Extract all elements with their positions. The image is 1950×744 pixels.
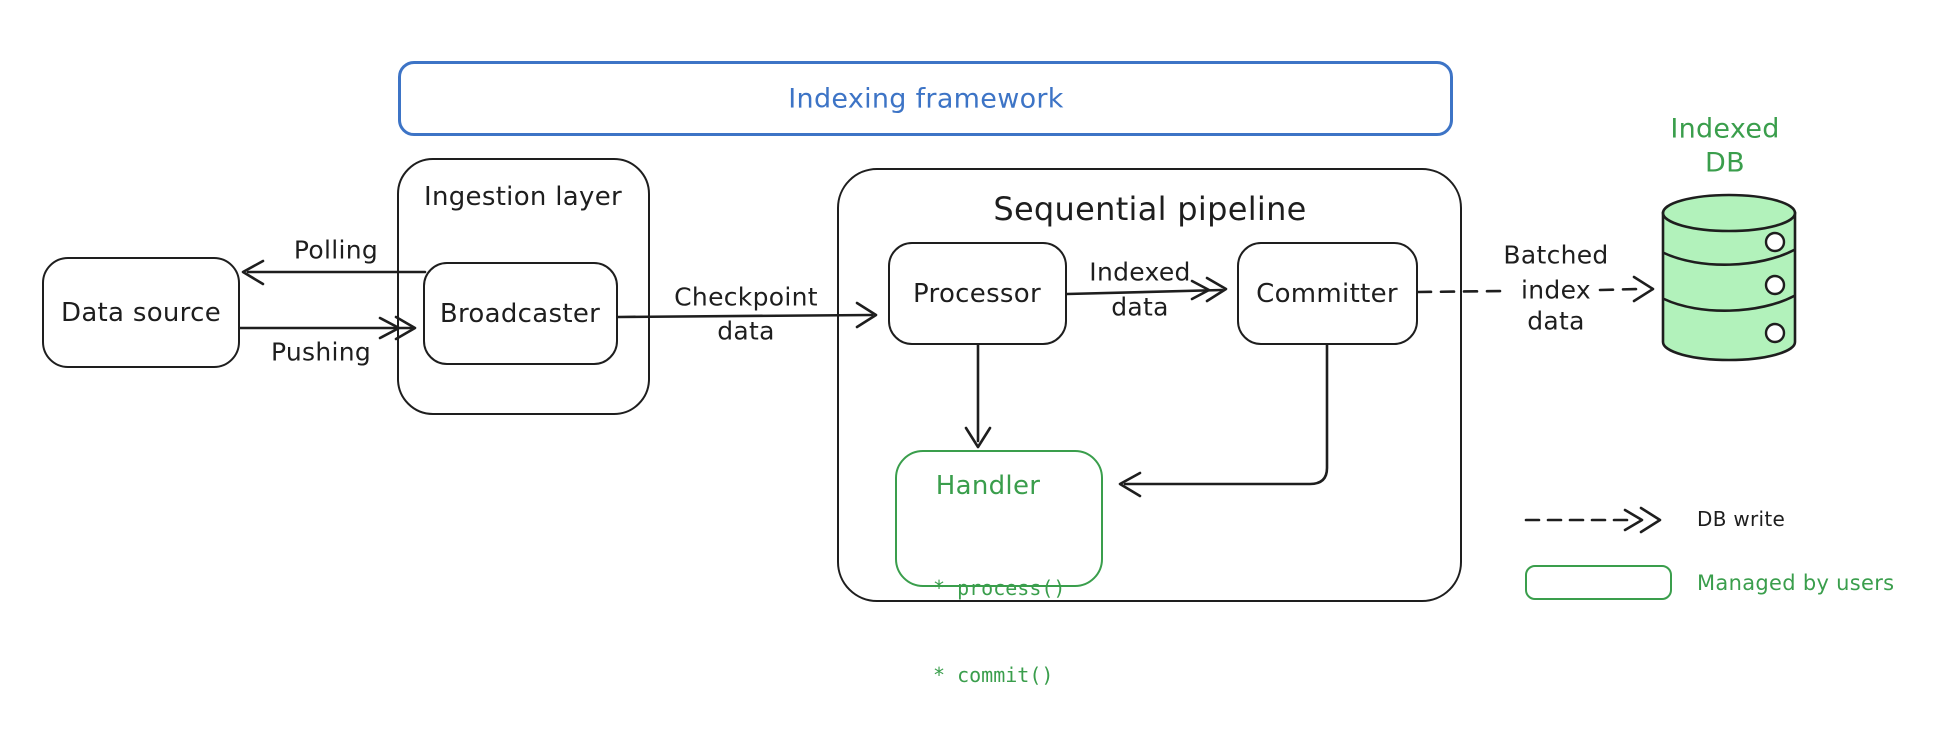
checkpoint-label-line2: data xyxy=(717,316,775,346)
polling-label: Polling xyxy=(293,235,379,265)
indexed-db-label-line2: DB xyxy=(1705,147,1745,179)
data-source-box xyxy=(42,257,240,368)
processor-label: Processor xyxy=(913,279,1041,309)
batched-label-line2: index xyxy=(1521,275,1591,305)
legend-db-write-arrow xyxy=(1524,506,1662,534)
committer-label: Committer xyxy=(1256,279,1398,309)
legend-managed-box xyxy=(1525,565,1672,600)
processor-to-handler-arrow xyxy=(964,343,992,449)
data-source-label: Data source xyxy=(61,298,221,328)
indexed-data-arrow xyxy=(1065,276,1228,303)
broadcaster-label: Broadcaster xyxy=(439,299,601,329)
indexed-data-label-line2: data xyxy=(1111,292,1169,322)
sequential-pipeline-label: Sequential pipeline xyxy=(993,190,1307,228)
ingestion-layer-box xyxy=(397,158,650,415)
pushing-arrow xyxy=(238,315,417,341)
handler-title: Handler xyxy=(935,471,1041,501)
legend-db-write-label: DB write xyxy=(1697,507,1786,531)
handler-method-commit: * commit() xyxy=(933,663,1054,687)
broadcaster-box xyxy=(423,262,618,365)
ingestion-layer-label: Ingestion layer xyxy=(424,182,622,212)
indexed-db-cylinder xyxy=(1661,193,1797,362)
indexed-db-label-line1: Indexed xyxy=(1670,113,1780,145)
sequential-pipeline-box xyxy=(837,168,1462,602)
indexing-framework-label: Indexing framework xyxy=(788,83,1064,115)
checkpoint-label-line1: Checkpoint xyxy=(674,282,818,312)
handler-methods: * process() * commit() xyxy=(933,516,1065,744)
handler-box xyxy=(895,450,1103,587)
committer-to-handler-arrow xyxy=(1118,343,1329,498)
legend-managed-label: Managed by users xyxy=(1697,571,1895,595)
batched-index-dashed-arrow xyxy=(1416,275,1655,303)
indexed-data-label-line1: Indexed xyxy=(1089,257,1191,287)
pushing-label: Pushing xyxy=(270,337,372,367)
indexing-framework-frame xyxy=(398,61,1453,136)
batched-label-line1: Batched xyxy=(1503,240,1609,270)
batched-label-line3: data xyxy=(1527,306,1585,336)
handler-method-process: * process() xyxy=(933,576,1066,600)
polling-arrow xyxy=(241,259,427,286)
checkpoint-arrow xyxy=(616,301,878,329)
